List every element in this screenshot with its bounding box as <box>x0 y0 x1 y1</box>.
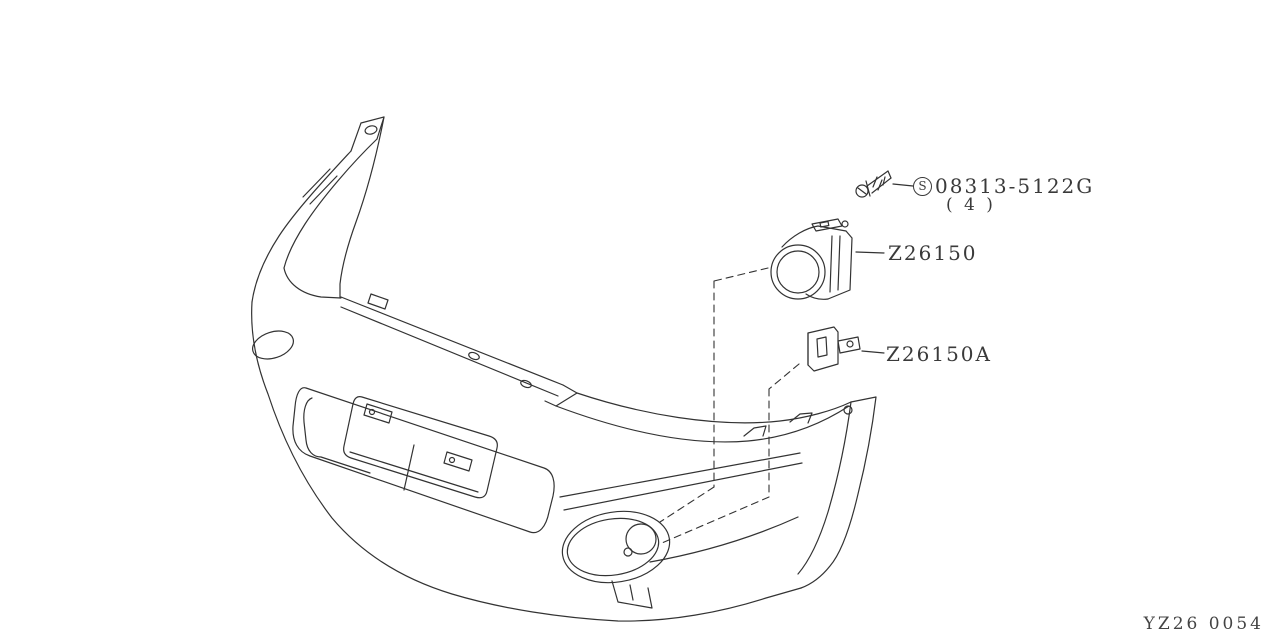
sheet-code: YZ26 0054 <box>1143 614 1264 634</box>
screw-quantity: ( 4 ) <box>946 195 996 215</box>
screw-icon <box>855 170 914 198</box>
bumper-top-edge <box>340 293 578 407</box>
grille-opening <box>292 387 555 534</box>
screw-symbol: S <box>918 179 927 193</box>
fog-lamp-part-number: Z26150 <box>888 241 978 265</box>
screw-part-number: 08313-5122G <box>935 174 1095 198</box>
bracket-drawing <box>807 326 885 372</box>
bumper-pillar <box>251 116 385 303</box>
bracket-part-number: Z26150A <box>886 342 992 366</box>
bumper-drawing <box>251 116 877 622</box>
license-plate-bracket <box>343 396 498 499</box>
callout-screw: S 08313-5122G <box>913 176 1094 196</box>
fog-lamp-opening <box>561 510 671 609</box>
fog-lamp-drawing <box>770 218 885 300</box>
circle-s-icon: S <box>913 176 932 196</box>
bumper-outline <box>251 301 877 622</box>
leader-dashes <box>659 267 800 544</box>
